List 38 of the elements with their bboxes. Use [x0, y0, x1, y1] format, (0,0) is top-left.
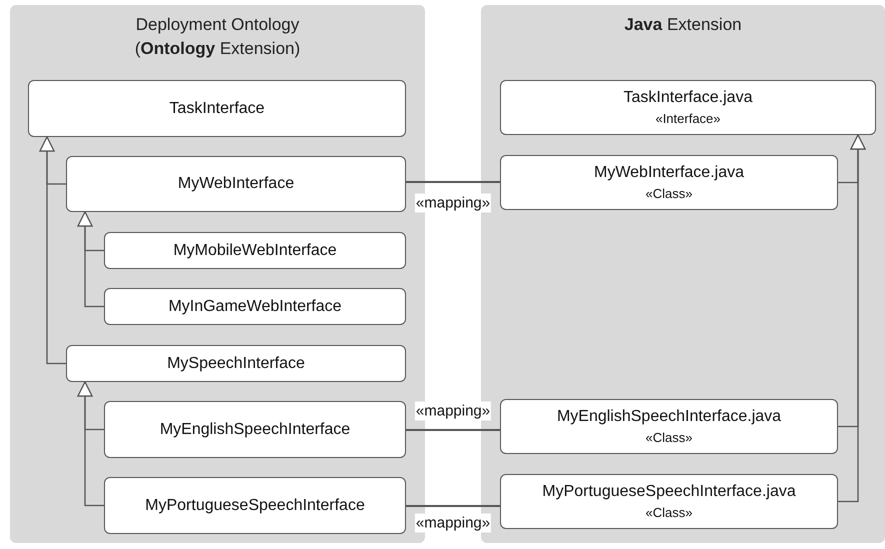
class-name: MyMobileWebInterface [173, 240, 337, 260]
panel-heading: Deployment Ontology (Ontology Extension) [134, 14, 302, 60]
class-name: MyPortugueseSpeechInterface [145, 496, 365, 516]
class-name: TaskInterface.java [624, 88, 752, 108]
class-name: MyInGameWebInterface [168, 296, 342, 316]
class-box [500, 155, 838, 210]
class-box [500, 474, 838, 529]
association-line [406, 181, 500, 183]
class-box [500, 399, 838, 454]
stereotype-text: «Class» [646, 428, 692, 446]
stereotype-text: «Class» [646, 504, 692, 522]
class-box [28, 80, 406, 137]
generalization-arrow [39, 136, 66, 364]
class-box [104, 477, 406, 534]
generalization-arrow [838, 134, 866, 502]
association-line [406, 429, 500, 431]
stereotype-text: «Class» [646, 184, 692, 202]
edge-label: «mapping» [414, 194, 492, 212]
class-box [104, 288, 406, 325]
class-name: TaskInterface [169, 98, 265, 118]
class-name: MyWebInterface.java [594, 162, 744, 182]
class-box [104, 232, 406, 269]
stereotype-text: «Interface» [655, 110, 721, 128]
edge-label: «mapping» [414, 514, 492, 532]
generalization-arrow [77, 381, 104, 506]
class-box [500, 80, 876, 135]
class-box [66, 156, 406, 212]
class-name: MyEnglishSpeechInterface.java [556, 406, 782, 426]
class-name: MyPortugueseSpeechInterface.java [542, 482, 796, 502]
class-name: MyWebInterface [178, 174, 294, 194]
class-name: MySpeechInterface [167, 354, 305, 374]
class-box [66, 345, 406, 382]
edge-label: «mapping» [414, 402, 492, 420]
class-box [104, 401, 406, 458]
generalization-arrow [77, 211, 104, 308]
panel-heading: Java Extension [623, 14, 743, 36]
association-line [406, 505, 500, 507]
class-name: MyEnglishSpeechInterface [160, 420, 350, 440]
